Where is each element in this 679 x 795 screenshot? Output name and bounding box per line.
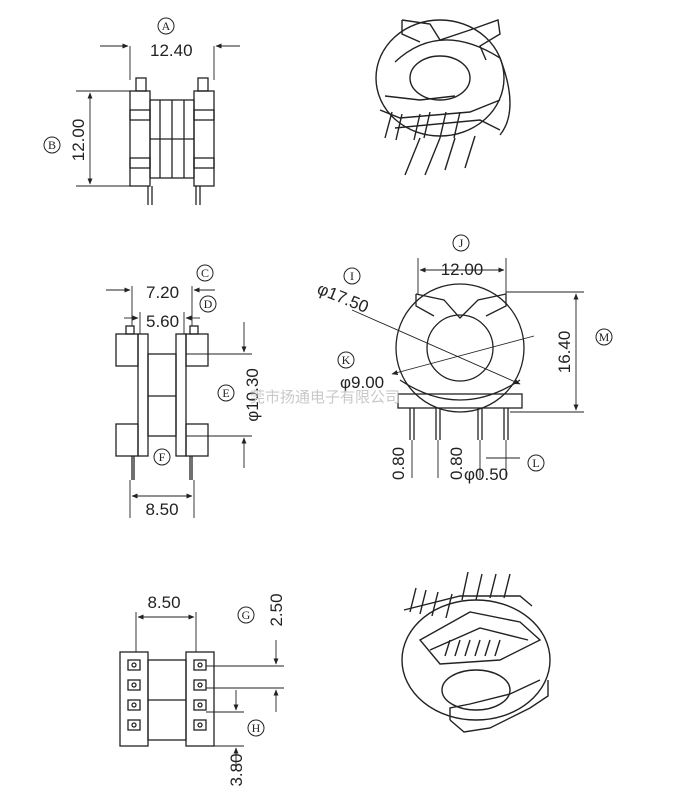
width-dimension-a: 12.40 — [150, 41, 193, 60]
isometric-view-top — [375, 19, 511, 176]
tag-k: K — [342, 353, 351, 367]
side-view-c — [106, 264, 252, 518]
inner-diameter-k: φ9.00 — [340, 373, 384, 392]
top-dimension-g: 2.50 — [267, 593, 286, 626]
tag-a: A — [162, 19, 171, 33]
bottom-dimension-h: 3.80 — [227, 753, 246, 786]
tag-i: I — [350, 269, 354, 283]
tag-h: H — [252, 721, 261, 735]
tag-f: F — [159, 450, 166, 464]
watermark: 莞市扬通电子有限公司 — [250, 388, 400, 406]
pin-spacing-right: 0.80 — [447, 447, 466, 480]
tag-l: L — [532, 456, 539, 470]
width-dimension-j: 12.00 — [441, 260, 484, 279]
bottom-dimension-f: 8.50 — [145, 500, 178, 519]
width-dimension-bottom: 8.50 — [147, 593, 180, 612]
inner-dimension-d: 5.60 — [146, 312, 179, 331]
height-dimension-e: φ10.30 — [243, 368, 262, 422]
top-view-d — [337, 234, 613, 478]
tag-g: G — [242, 608, 251, 622]
tag-b: B — [48, 138, 56, 152]
front-view-a — [43, 17, 240, 205]
tag-j: J — [459, 236, 464, 250]
top-dimension-c: 7.20 — [146, 283, 179, 302]
bottom-view-g — [119, 606, 284, 770]
isometric-view-bottom — [401, 571, 551, 733]
pin-diameter-l: φ0.50 — [464, 465, 508, 484]
height-dimension-b: 12.00 — [69, 119, 88, 162]
tag-e: E — [222, 386, 229, 400]
tag-m: M — [599, 330, 610, 344]
outer-diameter-i: φ17.50 — [315, 279, 372, 317]
tag-c: C — [201, 266, 209, 280]
height-dimension-m: 16.40 — [555, 331, 574, 374]
tag-d: D — [204, 297, 213, 311]
pin-spacing-left: 0.80 — [389, 447, 408, 480]
